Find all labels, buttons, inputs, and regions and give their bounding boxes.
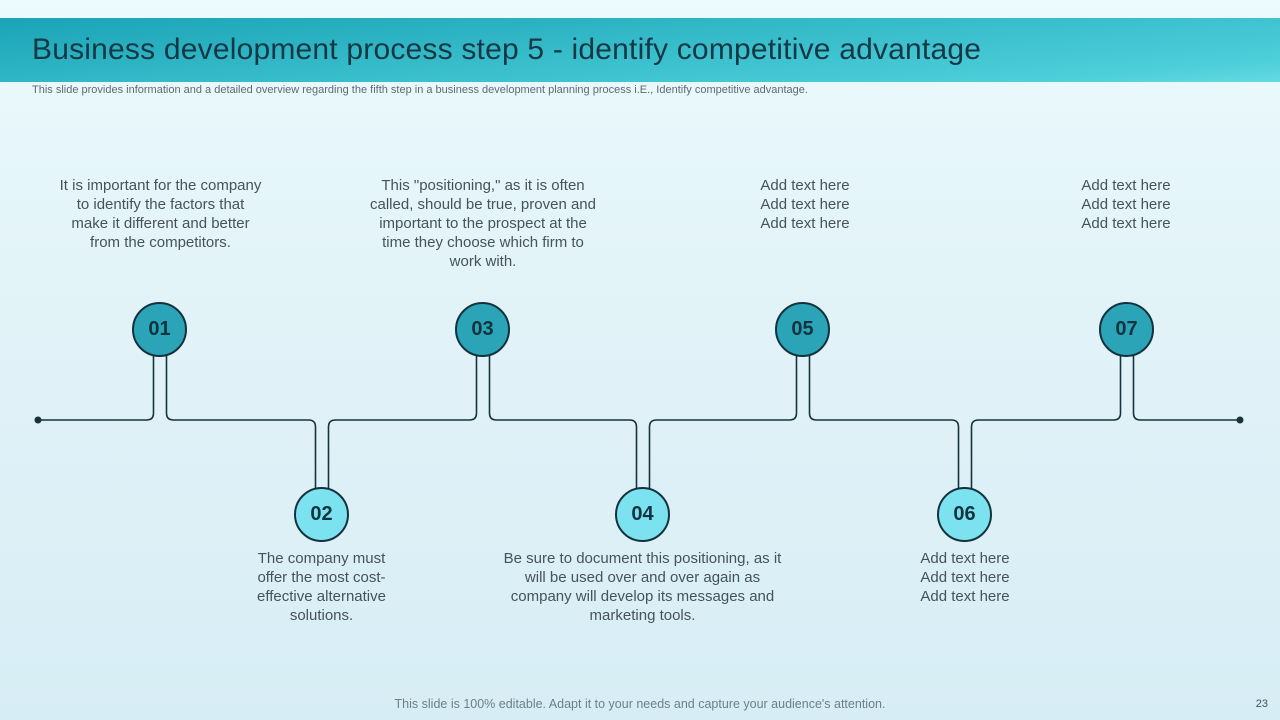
- slide-subtitle: This slide provides information and a de…: [32, 84, 808, 96]
- step-circle-05: 05: [775, 302, 830, 357]
- step-number-07: 07: [1115, 318, 1138, 340]
- footer-note: This slide is 100% editable. Adapt it to…: [394, 697, 886, 711]
- step-number-01: 01: [148, 318, 171, 340]
- step-number-04: 04: [631, 503, 654, 525]
- timeline-end-dot: [1236, 416, 1244, 424]
- step-number-02: 02: [310, 503, 333, 525]
- step-text-02: The company must offer the most cost-eff…: [257, 550, 386, 624]
- step-circle-04: 04: [615, 487, 670, 542]
- step-number-06: 06: [953, 503, 976, 525]
- step-circle-03: 03: [455, 302, 510, 357]
- step-circle-07: 07: [1099, 302, 1154, 357]
- step-text-07-placeholder[interactable]: Add text here Add text here Add text her…: [1081, 177, 1171, 232]
- step-circle-06: 06: [937, 487, 992, 542]
- step-text-03: This "positioning," as it is often calle…: [370, 177, 596, 270]
- header-band: Business development process step 5 - id…: [0, 18, 1280, 82]
- step-number-05: 05: [791, 318, 814, 340]
- page-number: 23: [1255, 698, 1268, 710]
- timeline-start-dot: [34, 416, 42, 424]
- step-text-06-placeholder[interactable]: Add text here Add text here Add text her…: [920, 550, 1010, 605]
- step-circle-02: 02: [294, 487, 349, 542]
- step-text-01: It is important for the company to ident…: [59, 177, 262, 251]
- step-circle-01: 01: [132, 302, 187, 357]
- step-number-03: 03: [471, 318, 494, 340]
- step-text-05-placeholder[interactable]: Add text here Add text here Add text her…: [760, 177, 850, 232]
- timeline-path: [38, 344, 1240, 496]
- slide-title: Business development process step 5 - id…: [32, 33, 982, 66]
- step-text-04: Be sure to document this positioning, as…: [503, 550, 782, 624]
